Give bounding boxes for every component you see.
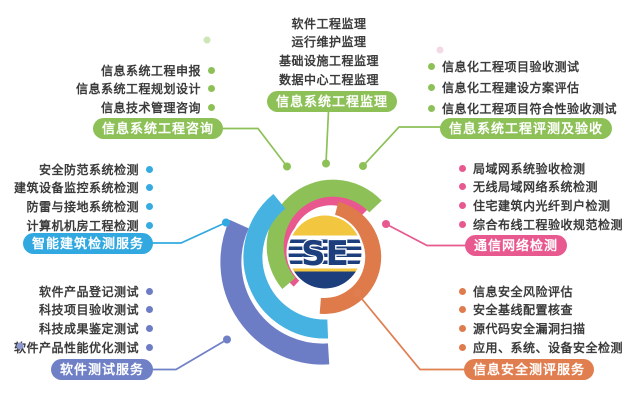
decor-dot-periwinkle <box>16 342 24 350</box>
bullet-icon <box>146 306 153 314</box>
group-consulting-list: 信息系统工程申报 信息系统工程规划设计 信息技术管理咨询 <box>76 61 215 117</box>
bullet-icon <box>208 85 215 93</box>
list-item: 信息化工程项目验收测试 <box>428 56 617 77</box>
list-item: 信息系统工程申报 <box>101 61 215 80</box>
label-software: 软件测试服务 <box>50 359 153 380</box>
connector-network <box>385 223 466 247</box>
group-network-list: 局域网系统验收检测 无线局域网络系统检测 住宅建筑内光纤到户检测 综合布线工程验… <box>459 159 623 233</box>
list-item: 计算机机房工程检测 <box>26 216 153 235</box>
list-item: 科技项目验收测试 <box>39 301 153 320</box>
bullet-icon <box>428 105 435 112</box>
list-item: 科技成果鉴定测试 <box>39 319 153 338</box>
bullet-icon <box>459 306 466 314</box>
bullet-icon <box>208 66 215 74</box>
decor-dot-green <box>203 36 211 44</box>
bullet-icon <box>459 343 466 351</box>
list-item: 无线局域网络系统检测 <box>459 178 623 197</box>
list-item: 建筑设备监控系统检测 <box>14 179 153 198</box>
connector-security <box>356 292 465 371</box>
bullet-icon <box>146 324 153 332</box>
bullet-icon <box>146 184 153 192</box>
group-software-list: 软件产品登记测试 科技项目验收测试 科技成果鉴定测试 软件产品性能优化测试 <box>14 282 153 356</box>
bullet-icon <box>459 324 466 332</box>
bullet-icon <box>459 287 466 295</box>
bullet-icon <box>459 201 466 209</box>
group-evaluation-list: 信息化工程项目验收测试 信息化工程建设方案评估 信息化工程项目符合性验收测试 <box>428 56 617 119</box>
list-item: 基础设施工程监理 <box>278 53 379 68</box>
list-item: 安全基线配置核查 <box>459 301 623 320</box>
connector-consulting <box>213 127 288 168</box>
bullet-icon <box>459 183 466 191</box>
list-item: 安全防范系统检测 <box>39 160 153 179</box>
bullet-icon <box>459 164 466 172</box>
bullet-icon <box>208 103 215 111</box>
connector-end-dots <box>222 159 390 344</box>
ring-arc-periwinkle <box>220 219 330 365</box>
logo-text: SE <box>301 234 349 274</box>
list-item: 局域网系统验收检测 <box>459 159 623 178</box>
label-consulting: 信息系统工程咨询 <box>93 118 224 139</box>
logo-stripes <box>288 239 362 264</box>
list-item: 信息安全风险评估 <box>459 282 623 301</box>
bullet-icon <box>146 165 153 173</box>
list-item: 源代码安全漏洞扫描 <box>459 319 623 338</box>
se-logo: SE <box>286 213 364 291</box>
bullet-icon <box>428 84 435 91</box>
ring-arc-cyan <box>243 193 329 339</box>
group-security-list: 信息安全风险评估 安全基线配置核查 源代码安全漏洞扫描 应用、系统、设备安全检测 <box>459 282 623 356</box>
label-network: 通信网络检测 <box>465 235 568 256</box>
list-item: 数据中心工程监理 <box>278 72 379 87</box>
connector-evaluation <box>362 126 441 167</box>
list-item: 软件工程监理 <box>291 16 367 31</box>
list-item: 信息系统工程规划设计 <box>76 80 215 99</box>
list-item: 应用、系统、设备安全检测 <box>459 338 623 357</box>
connector-software <box>152 338 228 371</box>
connector-building <box>152 221 227 244</box>
bullet-icon <box>146 287 153 295</box>
bullet-icon <box>428 63 435 70</box>
list-item: 信息化工程项目符合性验收测试 <box>428 98 617 119</box>
label-security: 信息安全测评服务 <box>464 359 595 380</box>
bullet-icon <box>146 202 153 210</box>
list-item: 运行维护监理 <box>291 35 367 50</box>
list-item: 软件产品性能优化测试 <box>14 338 153 357</box>
list-item: 软件产品登记测试 <box>39 282 153 301</box>
ring-arc-orange <box>319 201 382 314</box>
list-item: 信息技术管理咨询 <box>101 98 215 117</box>
label-supervision: 信息系统工程监理 <box>267 91 398 112</box>
list-item: 信息化工程建设方案评估 <box>428 77 617 98</box>
connector-supervision <box>325 110 330 164</box>
bullet-icon <box>146 221 153 229</box>
list-item: 综合布线工程验收规范检测 <box>459 215 623 234</box>
bullet-icon <box>459 220 466 228</box>
list-item: 防雷与接地系统检测 <box>26 197 153 216</box>
label-evaluation: 信息系统工程评测及验收 <box>440 118 613 139</box>
decor-dot-pink <box>436 46 444 54</box>
ring-arc-green <box>266 179 382 289</box>
group-supervision-list: 软件工程监理 运行维护监理 基础设施工程监理 数据中心工程监理 <box>244 14 414 88</box>
bullet-icon <box>146 343 153 351</box>
list-item: 住宅建筑内光纤到户检测 <box>459 196 623 215</box>
group-building-list: 安全防范系统检测 建筑设备监控系统检测 防雷与接地系统检测 计算机机房工程检测 <box>14 160 153 234</box>
logo-sun <box>288 215 362 236</box>
label-building: 智能建筑检测服务 <box>22 233 153 254</box>
